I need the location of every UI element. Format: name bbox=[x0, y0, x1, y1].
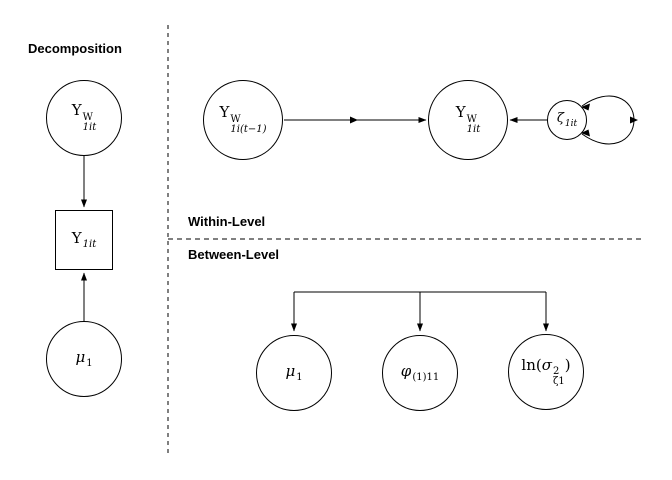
variance-self-loop bbox=[581, 95, 635, 145]
loop-mid-arrowhead-icon bbox=[630, 116, 638, 124]
observed-variable-node: Y1it bbox=[55, 210, 113, 270]
mid-arrowhead-icon bbox=[350, 116, 358, 124]
between-mean-label: μ1 bbox=[285, 361, 303, 383]
between-level-header: Between-Level bbox=[188, 247, 280, 262]
between-mean-node: μ1 bbox=[256, 335, 332, 411]
decomposition-mean-node: μ1 bbox=[46, 321, 122, 397]
between-autoregression-node: φ(1)11 bbox=[382, 335, 458, 411]
observed-variable-label: Y1it bbox=[71, 228, 97, 250]
decomposition-header: Decomposition bbox=[28, 41, 122, 56]
between-autoregression-label: φ(1)11 bbox=[400, 361, 440, 383]
innovation-node: ζ1it bbox=[547, 100, 587, 140]
within-level-header: Within-Level bbox=[188, 214, 266, 229]
decomposition-mean-label: μ1 bbox=[75, 347, 93, 369]
innovation-label: ζ1it bbox=[556, 110, 578, 129]
